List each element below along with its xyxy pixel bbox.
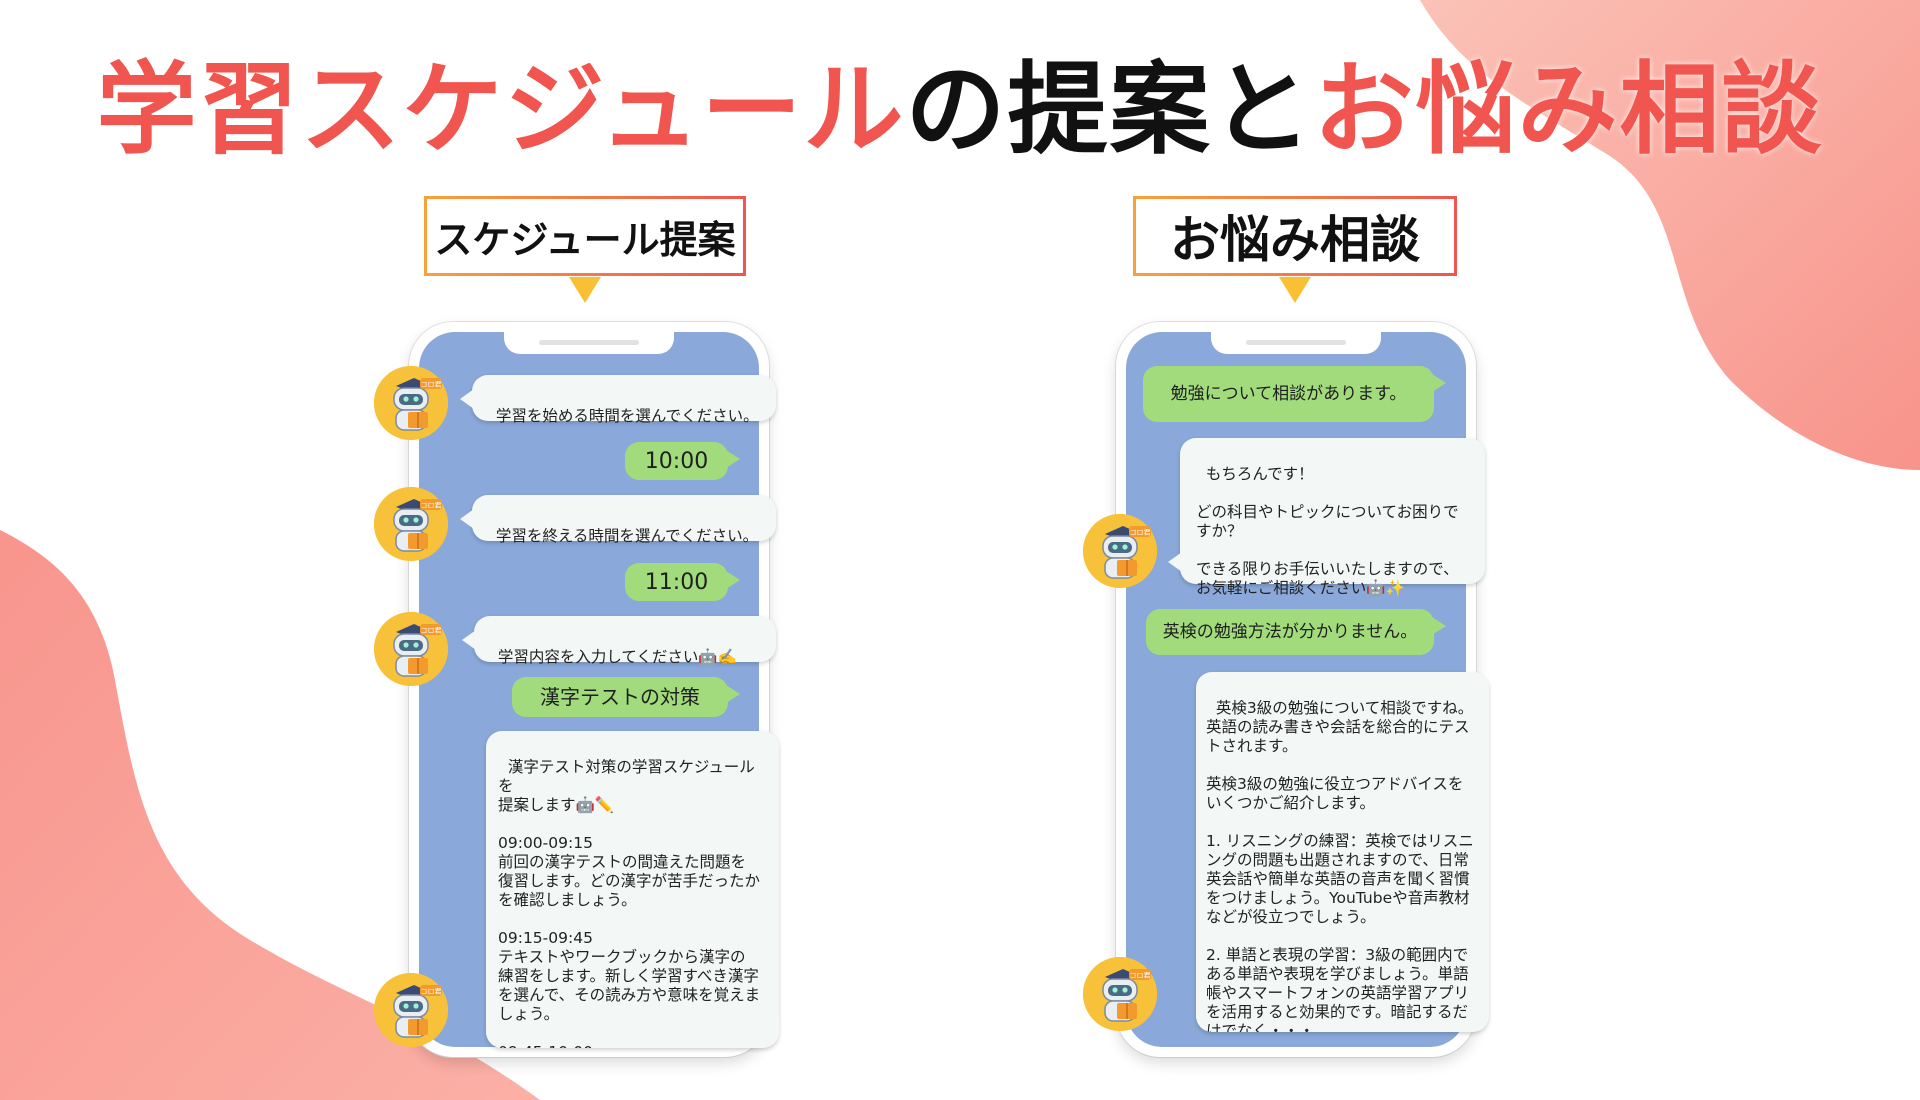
robot-avatar-icon: コロ君 xyxy=(1083,514,1157,588)
robot-avatar-icon: コロ君 xyxy=(374,487,448,561)
svg-text:コロ君: コロ君 xyxy=(421,502,442,510)
robot-avatar-icon: コロ君 xyxy=(1083,957,1157,1031)
label-pointer xyxy=(1279,277,1311,303)
robot-avatar-icon: コロ君 xyxy=(374,366,448,440)
robot-avatar-icon: コロ君 xyxy=(374,612,448,686)
bot-message: 英検3級の勉強について相談ですね。 英語の読み書きや会話を総合的にテス トされま… xyxy=(1196,672,1489,1032)
page-title: 学習スケジュールの提案とお悩み相談 xyxy=(0,40,1920,180)
robot-avatar-icon: コロ君 xyxy=(374,612,448,686)
robot-avatar-icon: コロ君 xyxy=(374,487,448,561)
user-message: 11:00 xyxy=(625,563,740,601)
bot-message: もちろんです！ どの科目やトピックについてお困りで すか？ できる限りお手伝いい… xyxy=(1168,438,1485,597)
robot-avatar-icon: コロ君 xyxy=(1083,957,1157,1031)
bot-message: 漢字テスト対策の学習スケジュールを 提案します🤖✏️ 09:00-09:15 前… xyxy=(486,731,779,1048)
svg-text:コロ君: コロ君 xyxy=(421,988,442,996)
user-message: 漢字テストの対策 xyxy=(512,677,740,717)
bot-message: 学習を終える時間を選んでください。 xyxy=(460,495,776,545)
phone-notch xyxy=(504,332,674,354)
user-message: 勉強について相談があります。 xyxy=(1143,366,1446,422)
robot-avatar-icon: コロ君 xyxy=(374,366,448,440)
title-part-2: の提案と xyxy=(905,51,1314,168)
robot-avatar-icon: コロ君 xyxy=(374,973,448,1047)
robot-avatar-icon: コロ君 xyxy=(374,973,448,1047)
title-part-1: 学習スケジュール xyxy=(96,51,906,168)
svg-text:コロ君: コロ君 xyxy=(421,627,442,635)
schedule-label: スケジュール提案 xyxy=(424,196,746,303)
svg-text:コロ君: コロ君 xyxy=(1130,972,1151,980)
phone-notch xyxy=(1211,332,1381,354)
user-message: 10:00 xyxy=(625,442,740,480)
consult-label-text: お悩み相談 xyxy=(1170,211,1420,269)
svg-text:コロ君: コロ君 xyxy=(421,381,442,389)
user-message: 英検の勉強方法が分かりません。 xyxy=(1146,609,1446,655)
bot-message: 学習内容を入力してください🤖✍️ xyxy=(462,616,776,666)
robot-avatar-icon: コロ君 xyxy=(1083,514,1157,588)
title-part-3: お悩み相談 xyxy=(1313,51,1824,168)
bot-message: 学習を始める時間を選んでください。 xyxy=(460,375,776,425)
schedule-label-text: スケジュール提案 xyxy=(434,217,736,262)
label-pointer xyxy=(569,277,601,303)
consult-label: お悩み相談 xyxy=(1133,196,1457,303)
svg-text:コロ君: コロ君 xyxy=(1130,529,1151,537)
